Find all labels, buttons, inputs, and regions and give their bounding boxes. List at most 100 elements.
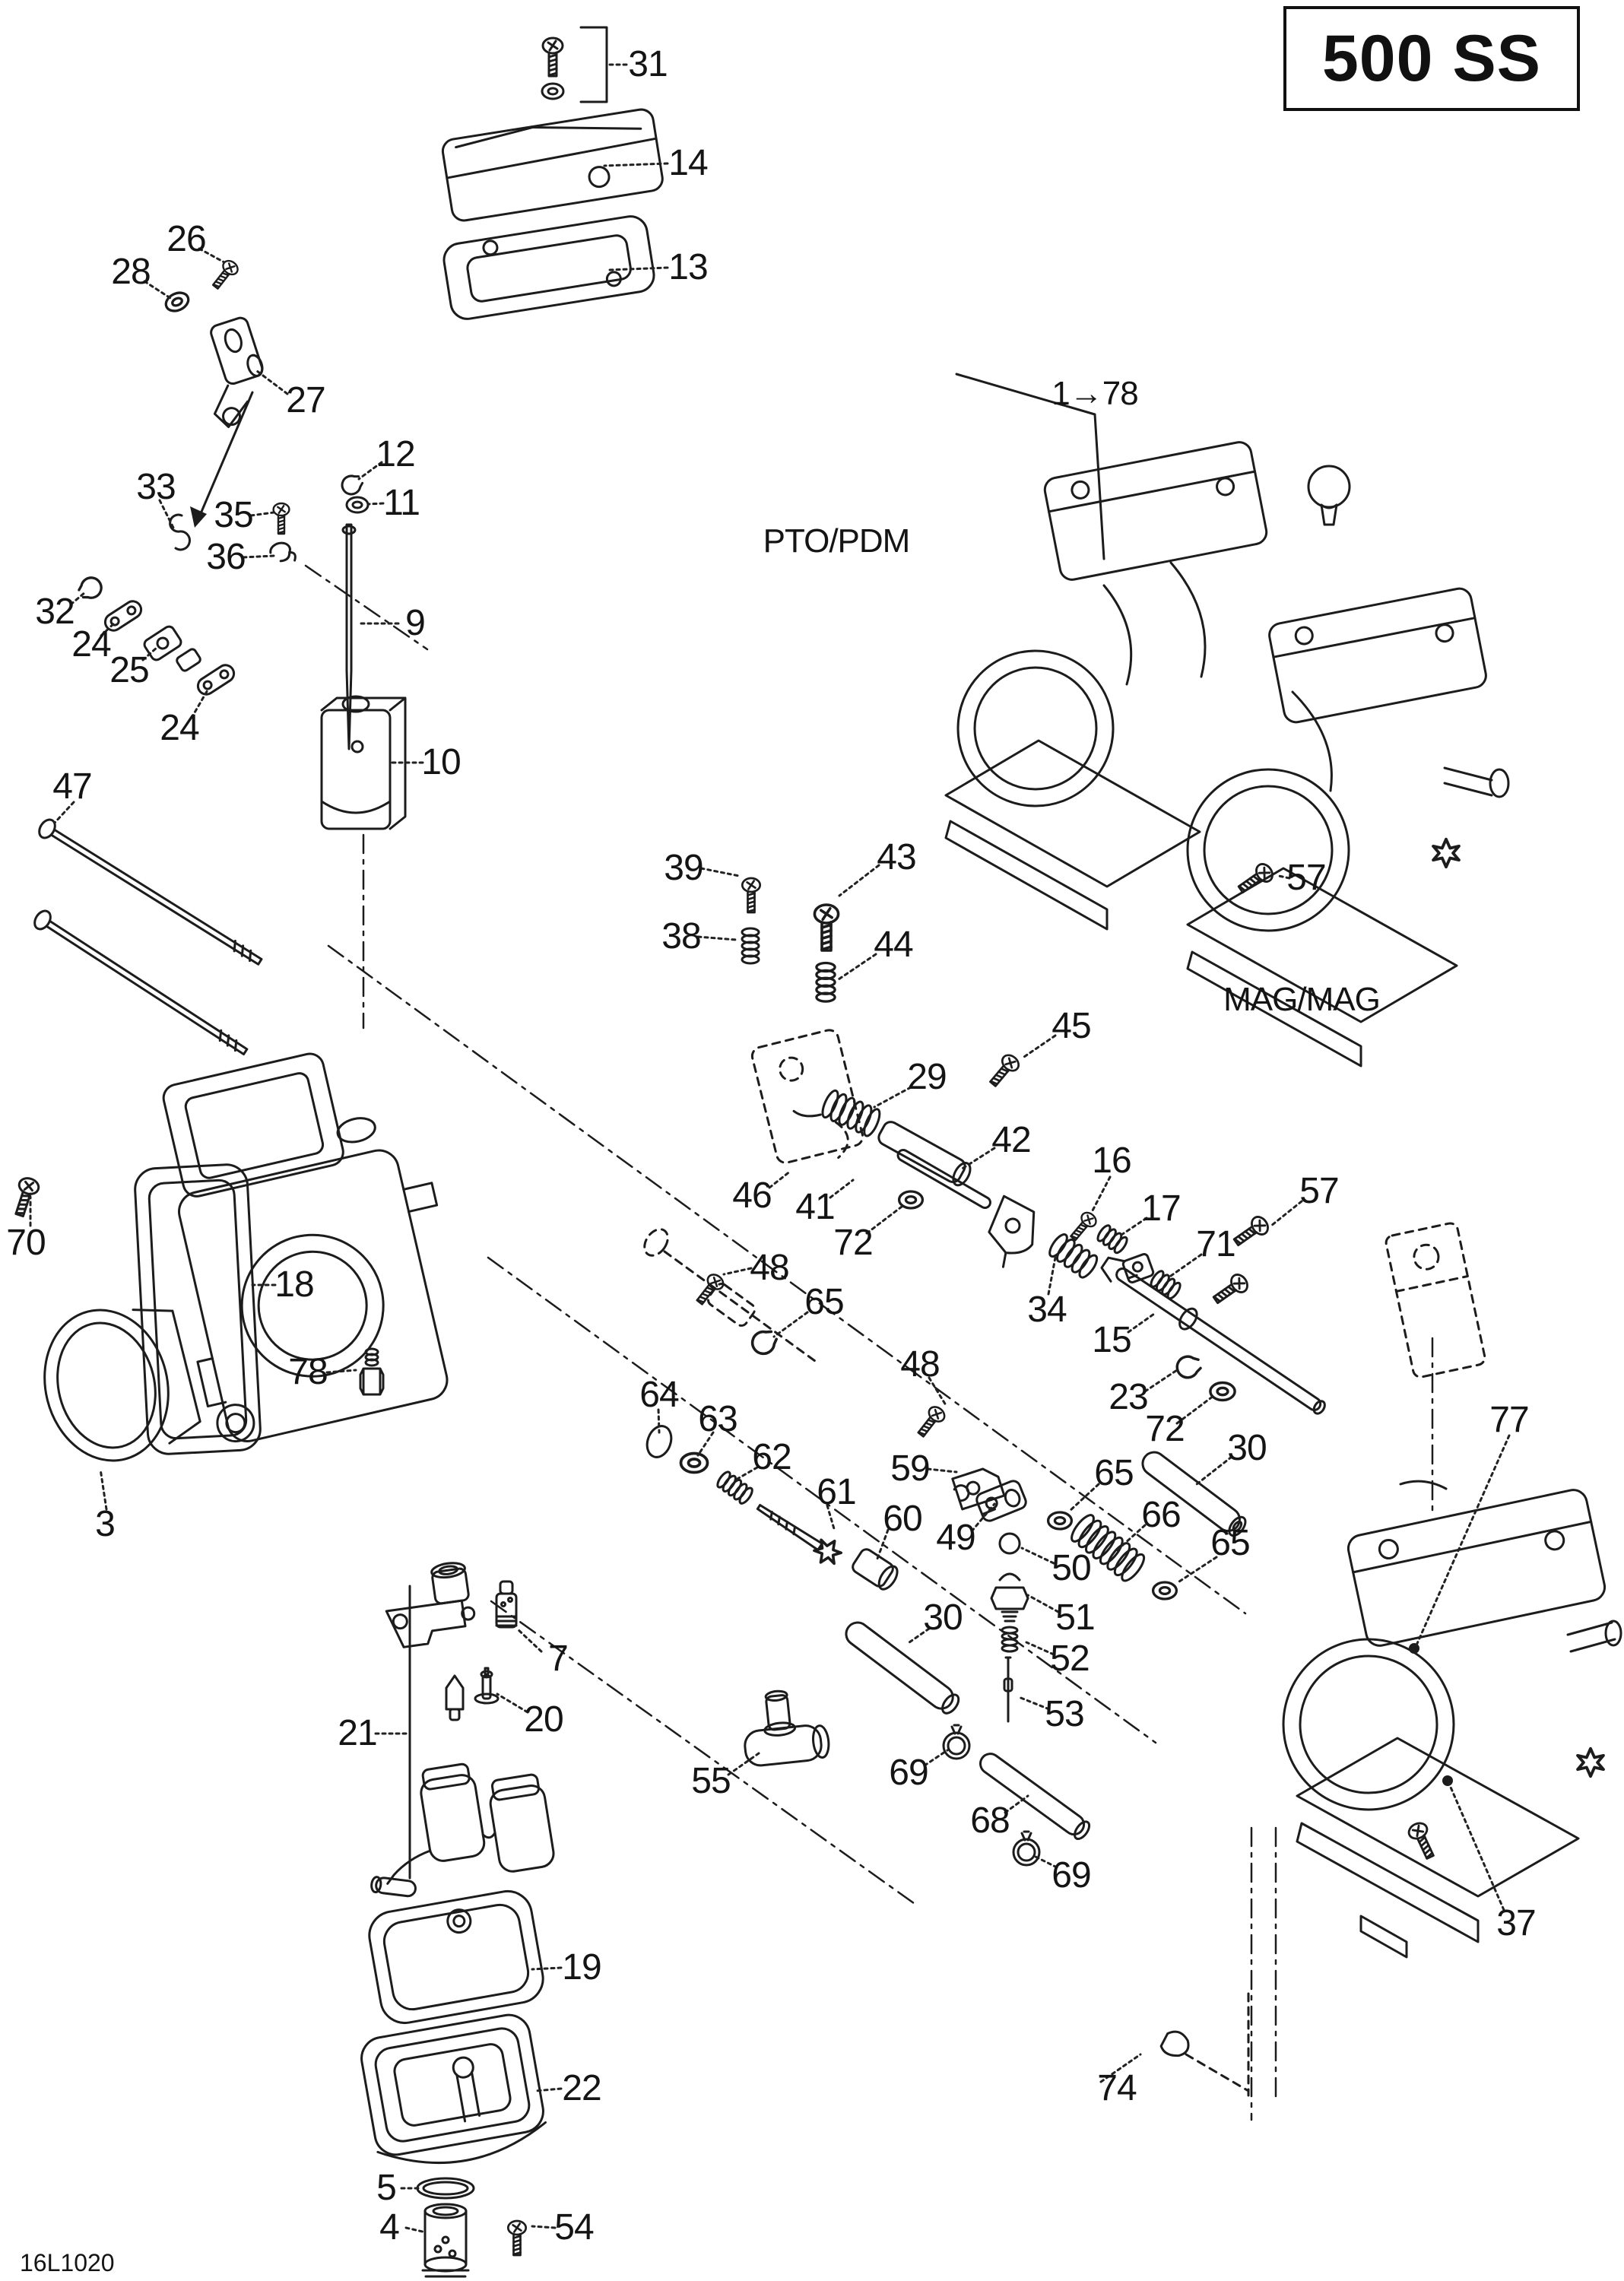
part-callout-3: 3 — [95, 1504, 116, 1544]
leader-34 — [1047, 1256, 1057, 1296]
part-drain-tube-4 — [421, 2203, 470, 2278]
leader-19 — [531, 1966, 563, 1971]
part-spring-17 — [1096, 1224, 1128, 1255]
part-cap-74 — [1159, 2030, 1190, 2057]
leader-3 — [99, 1467, 108, 1511]
part-callout-24: 24 — [71, 624, 111, 665]
part-callout-15: 15 — [1092, 1320, 1131, 1360]
leader-54 — [531, 2225, 557, 2229]
part-needle-53 — [1003, 1656, 1013, 1723]
part-carb-body — [162, 1052, 449, 1442]
part-callout-36: 36 — [206, 537, 246, 577]
part-callout-70: 70 — [6, 1223, 46, 1263]
part-callout-16: 16 — [1092, 1140, 1131, 1181]
leader-59 — [926, 1467, 958, 1474]
part-lever-25 — [143, 625, 182, 661]
leader-52 — [1025, 1641, 1055, 1656]
leader-14 — [603, 162, 669, 167]
leader-61 — [826, 1504, 836, 1533]
part-callout-46: 46 — [732, 1175, 772, 1216]
leader-7 — [515, 1627, 543, 1653]
part-callout-57: 57 — [1299, 1171, 1339, 1211]
leader-27 — [255, 370, 289, 395]
leader-46 — [768, 1169, 792, 1189]
part-bowl-gasket-19 — [368, 1889, 544, 2025]
part-callout-42: 42 — [991, 1120, 1031, 1160]
part-callout-32: 32 — [35, 592, 75, 632]
part-ball-50 — [998, 1532, 1021, 1555]
leader-69 — [923, 1749, 949, 1767]
part-callout-77: 77 — [1489, 1400, 1529, 1440]
part-callout-62: 62 — [752, 1437, 791, 1477]
part-callout-34: 34 — [1027, 1290, 1067, 1330]
leader-57 — [1270, 1200, 1303, 1227]
part-spring-end-41 — [792, 1109, 822, 1118]
part-plug-64 — [645, 1425, 673, 1458]
part-spring-66 — [1071, 1514, 1146, 1582]
part-callout-17: 17 — [1141, 1188, 1181, 1229]
axis-lines — [304, 564, 1434, 2121]
part-callout-69: 69 — [1051, 1855, 1091, 1896]
arrowhead-27 — [190, 506, 207, 528]
part-main-jet-7 — [495, 1580, 518, 1629]
part-callout-27: 27 — [286, 380, 325, 420]
part-tube-29 — [877, 1121, 972, 1187]
part-callout-50: 50 — [1051, 1548, 1091, 1588]
part-callout-65: 65 — [1210, 1523, 1250, 1563]
part-callout-52: 52 — [1050, 1639, 1090, 1679]
leader-39 — [699, 867, 741, 877]
leader-72 — [1175, 1394, 1215, 1425]
leader-45 — [1020, 1034, 1057, 1060]
leader-4 — [404, 2226, 427, 2234]
leader-57 — [1277, 874, 1291, 880]
part-callout-18: 18 — [274, 1264, 314, 1305]
part-callout-48: 48 — [900, 1344, 940, 1385]
leader-68 — [1004, 1794, 1029, 1814]
bracket-31 — [579, 26, 608, 103]
leader-48 — [928, 1376, 947, 1407]
section-label-mag-mag: MAG/MAG — [1223, 981, 1381, 1018]
parts-artwork — [8, 26, 1622, 2278]
part-callout-51: 51 — [1055, 1597, 1095, 1638]
leader-65 — [1175, 1556, 1218, 1585]
part-callout-72: 72 — [1145, 1409, 1185, 1449]
part-bracket-27 — [210, 316, 264, 429]
model-title-box: 500 SS — [1283, 6, 1580, 111]
part-callout-39: 39 — [664, 848, 703, 888]
part-idle-screw-61 — [756, 1503, 846, 1571]
leader-69 — [1031, 1854, 1058, 1869]
part-callout-49: 49 — [936, 1518, 975, 1558]
part-hidden-bracket-right — [1385, 1222, 1486, 1378]
leader-74 — [1099, 2053, 1142, 2083]
leader-63 — [696, 1431, 715, 1457]
part-callout-24: 24 — [160, 708, 199, 748]
part-callout-69: 69 — [889, 1753, 928, 1793]
leader-24 — [190, 687, 210, 719]
leader-62 — [734, 1466, 759, 1481]
leader-32 — [69, 591, 87, 606]
part-spring-34 — [1048, 1233, 1099, 1279]
part-float-needle — [445, 1674, 465, 1721]
section-label-range-1-78: 1→78 — [1051, 375, 1138, 412]
part-callout-14: 14 — [668, 143, 708, 183]
leader-35 — [249, 511, 275, 517]
leader-16 — [1090, 1175, 1112, 1213]
part-spring-29 — [792, 1089, 881, 1137]
leader-65 — [1067, 1483, 1100, 1513]
part-carb-assembly-twin — [944, 441, 1510, 1068]
bracket-1-78 — [955, 373, 1105, 560]
part-callout-25: 25 — [109, 650, 149, 690]
part-callout-44: 44 — [874, 925, 913, 965]
part-spacer-tube-30b — [845, 1621, 960, 1715]
part-callout-37: 37 — [1496, 1903, 1536, 1943]
part-callout-43: 43 — [877, 837, 916, 877]
part-callout-22: 22 — [562, 2068, 601, 2108]
part-callout-29: 29 — [907, 1057, 947, 1097]
leader-lines-layer — [29, 63, 1511, 2234]
part-callout-54: 54 — [554, 2207, 594, 2248]
leader-36 — [242, 554, 275, 559]
leader-17 — [1118, 1217, 1148, 1238]
part-callout-12: 12 — [376, 434, 415, 474]
part-callout-65: 65 — [1094, 1453, 1134, 1493]
